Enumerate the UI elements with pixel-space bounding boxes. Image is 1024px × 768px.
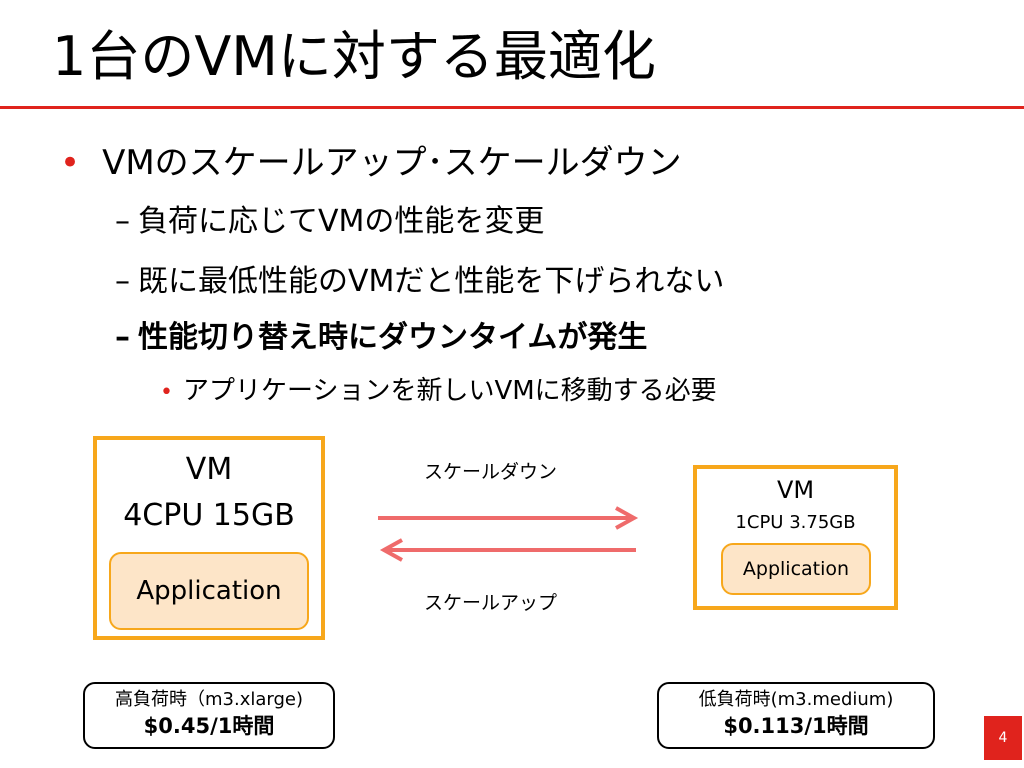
app-large-label: Application bbox=[136, 576, 282, 606]
vm-large-title: VM bbox=[185, 452, 233, 487]
bullet-text: 負荷に応じてVMの性能を変更 bbox=[138, 204, 545, 239]
app-large-box: Application bbox=[109, 552, 309, 630]
bullet-text: 性能切り替え時にダウンタイムが発生 bbox=[138, 320, 648, 355]
vm-large-box: VM 4CPU 15GB Application bbox=[93, 436, 325, 640]
title-divider bbox=[0, 106, 1024, 109]
arrow-left-icon bbox=[379, 538, 636, 562]
price-high-label: 高負荷時（m3.xlarge) bbox=[115, 689, 303, 710]
scale-up-label: スケールアップ bbox=[424, 592, 558, 614]
bullet-text: アプリケーションを新しいVMに移動する必要 bbox=[182, 376, 717, 406]
price-low-value: $0.113/1時間 bbox=[723, 714, 869, 738]
price-high-value: $0.45/1時間 bbox=[143, 714, 275, 738]
page-number: 4 bbox=[984, 716, 1022, 760]
scale-down-label: スケールダウン bbox=[424, 461, 558, 483]
bullet-level2: –負荷に応じてVMの性能を変更 bbox=[115, 202, 544, 242]
vm-small-spec: 1CPU 3.75GB bbox=[735, 512, 856, 533]
bullet-level3: • アプリケーションを新しいVMに移動する必要 bbox=[160, 373, 717, 411]
dash-icon: – bbox=[115, 204, 130, 239]
price-high-box: 高負荷時（m3.xlarge) $0.45/1時間 bbox=[83, 682, 335, 749]
bullet-dot-icon: • bbox=[160, 380, 173, 405]
slide-title: 1台のVMに対する最適化 bbox=[52, 25, 656, 88]
bullet-text: 既に最低性能のVMだと性能を下げられない bbox=[138, 264, 725, 299]
dash-icon: – bbox=[115, 264, 130, 299]
vm-small-title: VM bbox=[776, 476, 815, 504]
scale-arrows bbox=[378, 506, 639, 562]
bullet-level2-bold: –性能切り替え時にダウンタイムが発生 bbox=[115, 318, 647, 358]
app-small-box: Application bbox=[721, 543, 871, 595]
bullet-level2: –既に最低性能のVMだと性能を下げられない bbox=[115, 262, 724, 302]
bullet-dot-icon: • bbox=[60, 143, 81, 183]
bullet-level1: • VMのスケールアップ･スケールダウン bbox=[60, 140, 682, 186]
dash-icon: – bbox=[115, 320, 130, 355]
bullet-text: VMのスケールアップ･スケールダウン bbox=[102, 143, 682, 183]
price-low-label: 低負荷時(m3.medium) bbox=[698, 689, 894, 710]
vm-small-box: VM 1CPU 3.75GB Application bbox=[693, 465, 898, 610]
app-small-label: Application bbox=[742, 558, 850, 580]
arrow-right-icon bbox=[378, 506, 639, 530]
vm-large-spec: 4CPU 15GB bbox=[123, 498, 295, 533]
price-low-box: 低負荷時(m3.medium) $0.113/1時間 bbox=[657, 682, 935, 749]
